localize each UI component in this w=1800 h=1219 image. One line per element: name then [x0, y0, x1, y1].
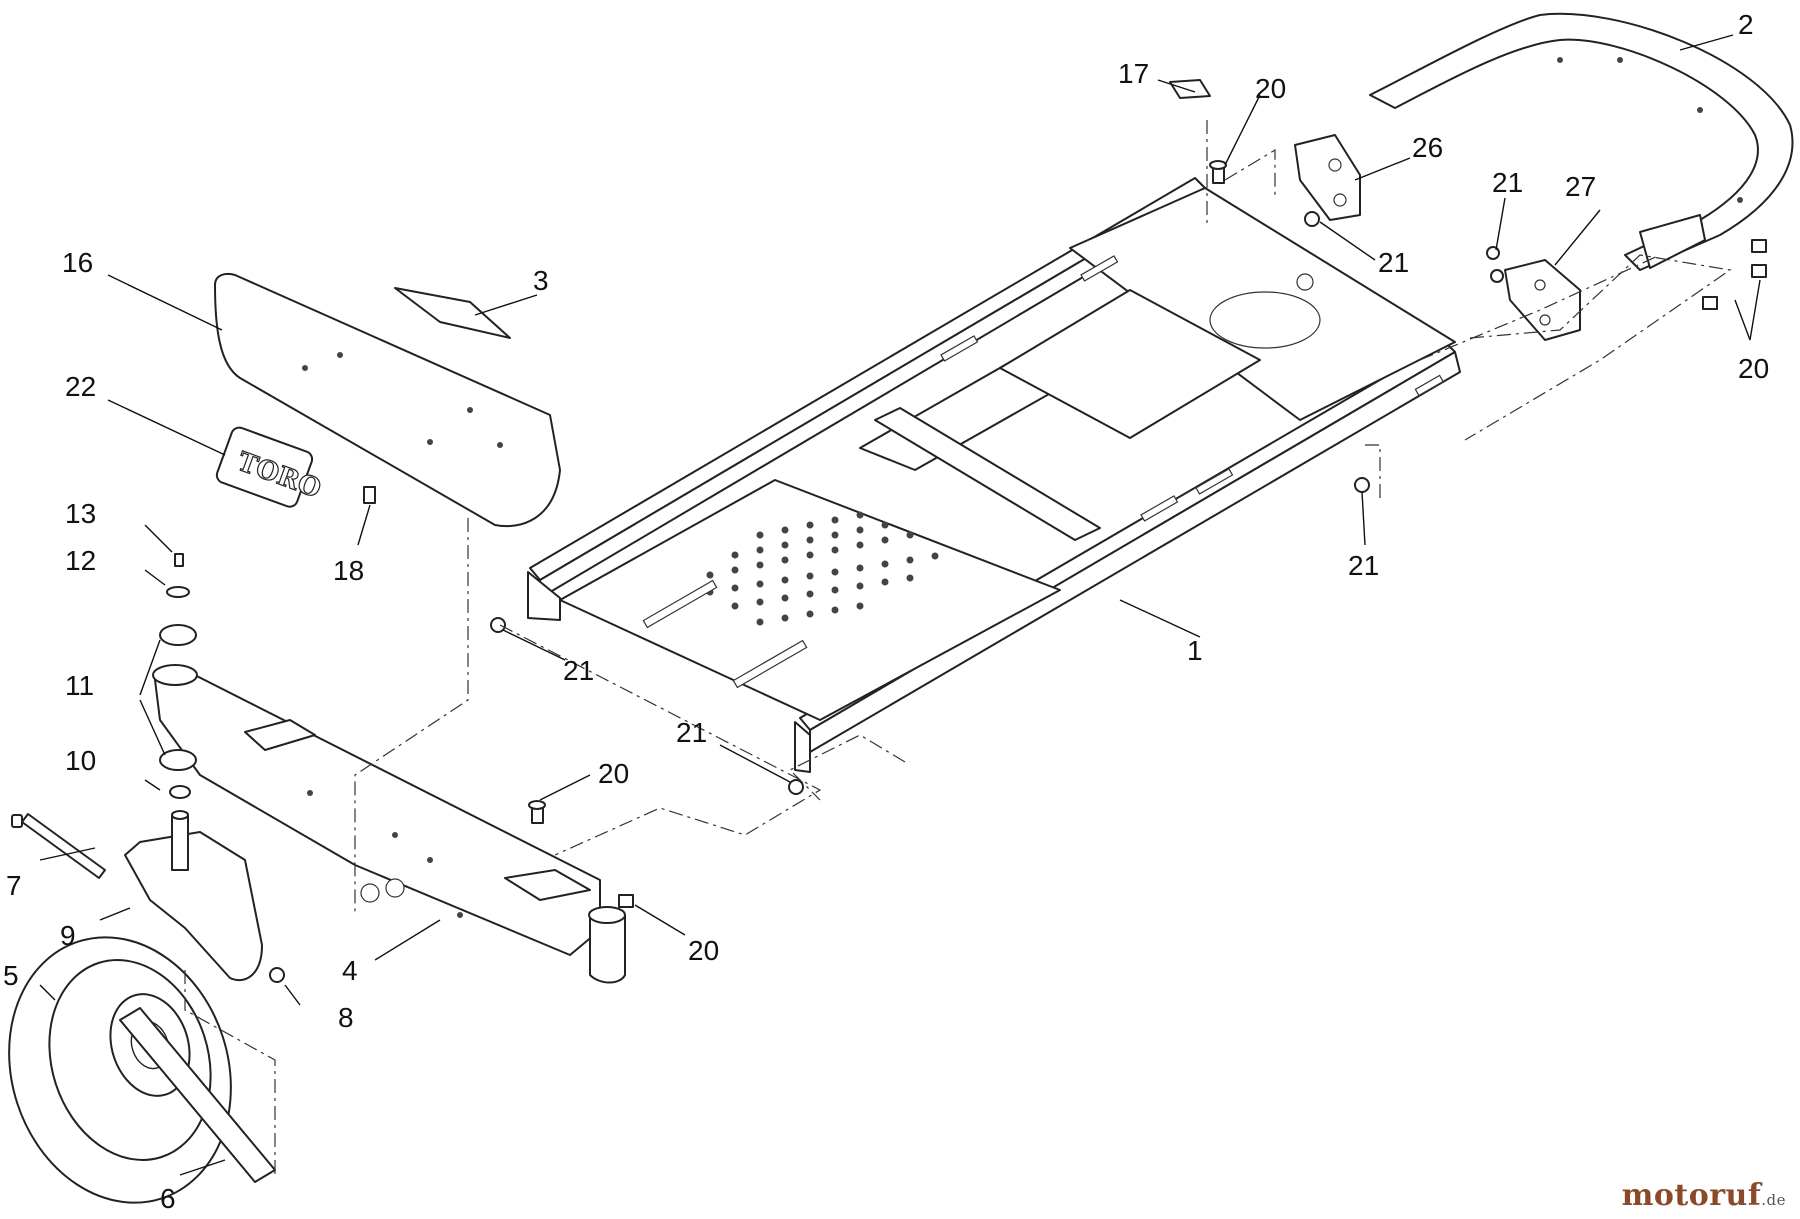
callout-20-axle-bolt: 20 [598, 758, 629, 789]
callout-17: 17 [1118, 58, 1149, 89]
caster-bolt-7 [11, 813, 106, 879]
callout-20-top: 20 [1255, 73, 1286, 104]
callout-7: 7 [6, 870, 22, 901]
callout-21-front-left: 21 [563, 655, 594, 686]
callout-6: 6 [160, 1183, 176, 1214]
callout-18: 18 [333, 555, 364, 586]
callout-3: 3 [533, 265, 549, 296]
hardware-fasteners [269, 160, 1767, 983]
main-frame [527, 177, 1461, 773]
decal-3 [394, 287, 511, 339]
floor-plate-holes [706, 511, 939, 626]
rear-handle-frame [1369, 12, 1794, 271]
callout-26: 26 [1412, 132, 1443, 163]
callout-5: 5 [3, 960, 19, 991]
callout-11: 11 [65, 670, 94, 701]
callout-21-bracket: 21 [1378, 247, 1409, 278]
callout-1: 1 [1187, 635, 1203, 666]
callout-21-rail: 21 [1348, 550, 1379, 581]
caster-fork-9 [124, 810, 263, 982]
footrest-16 [214, 272, 561, 528]
callout-21-handle: 21 [1492, 167, 1523, 198]
decal-17 [1169, 79, 1211, 99]
callout-8: 8 [338, 1002, 354, 1033]
caster-hardware-stack [159, 553, 197, 799]
callout-4: 4 [342, 955, 358, 986]
assembly-dash-lines [184, 120, 1732, 1175]
callout-13: 13 [65, 498, 96, 529]
callout-21-front: 21 [676, 717, 707, 748]
front-axle-beam-4 [152, 664, 626, 984]
callout-2: 2 [1738, 9, 1754, 40]
watermark-suffix: .de [1761, 1191, 1786, 1209]
bracket-26 [1294, 134, 1361, 221]
callout-12: 12 [65, 545, 96, 576]
leader-lines [39, 34, 1761, 1176]
callout-labels: 1 2 3 4 5 6 7 8 9 10 11 12 13 16 17 18 2… [3, 9, 1769, 1214]
callout-20-axle-side: 20 [688, 935, 719, 966]
watermark-logo: motoruf.de [1622, 1178, 1786, 1213]
bracket-27 [1504, 259, 1581, 341]
callout-9: 9 [60, 920, 76, 951]
watermark-brand: motoruf [1621, 1178, 1762, 1213]
callout-27: 27 [1565, 171, 1596, 202]
toro-logo-22: TORO [215, 426, 325, 508]
callout-10: 10 [65, 745, 96, 776]
callout-22: 22 [65, 371, 96, 402]
callout-20-right: 20 [1738, 353, 1769, 384]
callout-16: 16 [62, 247, 93, 278]
